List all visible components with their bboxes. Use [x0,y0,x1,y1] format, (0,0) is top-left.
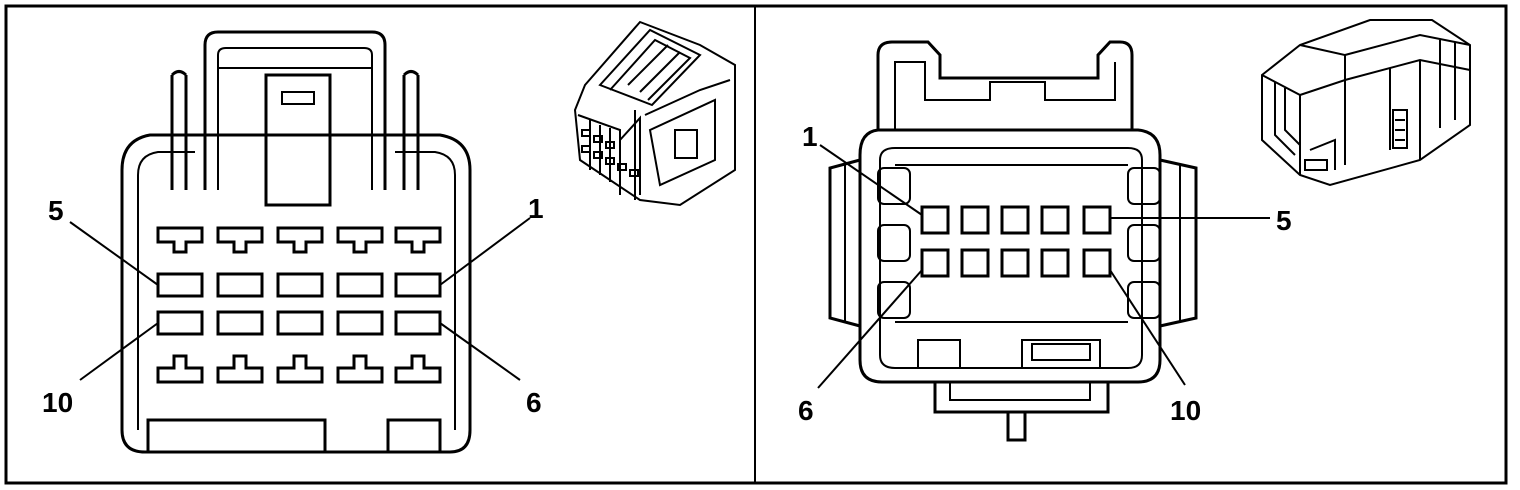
left-pin-label-6: 6 [526,387,542,418]
right-connector-3d-illustration [1261,19,1471,187]
left-pin-label-1: 1 [528,193,544,224]
left-terminal-row-bottom [156,354,442,384]
right-pin-label-6: 6 [798,395,814,426]
left-pin-label-5: 5 [48,195,64,226]
left-connector-3d-illustration [573,20,736,207]
left-pin-label-10: 10 [42,387,73,418]
right-pin-label-5: 5 [1276,205,1292,236]
right-leader-lines [817,144,1270,389]
right-connector-face [828,40,1198,442]
right-pin-label-10: 10 [1170,395,1201,426]
right-pin-cavities [920,205,1112,278]
left-connector-face [120,30,472,454]
left-leader-lines [69,217,531,381]
left-pin-cavities [156,272,442,336]
left-terminal-row-top [156,226,442,254]
right-pin-label-1: 1 [802,121,818,152]
